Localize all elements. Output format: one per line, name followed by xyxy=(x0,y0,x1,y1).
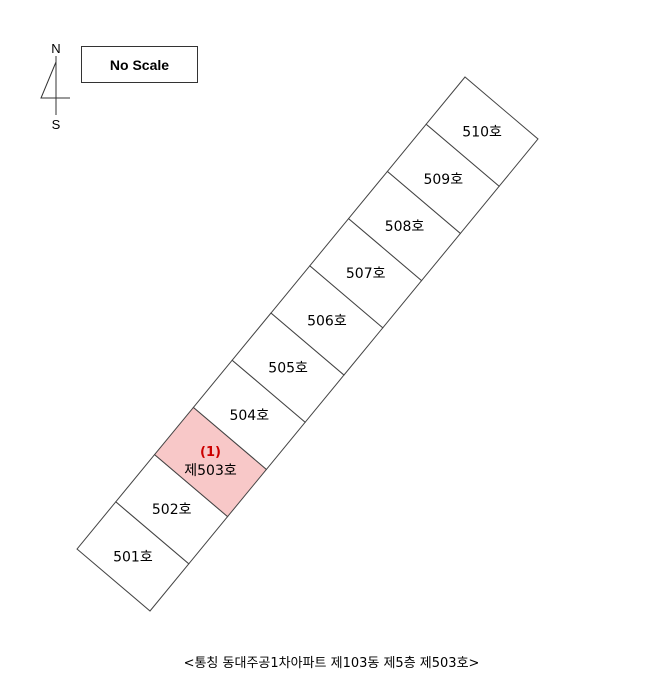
unit-label: 508호 xyxy=(385,219,425,235)
unit-6: 506호 xyxy=(270,265,384,376)
unit-label: 제503호 xyxy=(184,463,237,479)
unit-marker-label: (1) xyxy=(200,445,221,460)
unit-8: 508호 xyxy=(347,170,462,282)
unit-label: 504호 xyxy=(229,408,269,424)
scale-box: No Scale xyxy=(81,46,198,83)
unit-label: 510호 xyxy=(462,125,502,141)
unit-label: 501호 xyxy=(113,549,153,565)
scale-label: No Scale xyxy=(109,56,170,73)
caption: <통칭 동대주공1차아파트 제103동 제5층 제503호> xyxy=(183,656,480,671)
unit-label: 506호 xyxy=(307,313,347,329)
unit-10: 510호 xyxy=(425,76,539,187)
compass-north-label: N xyxy=(51,41,60,56)
unit-label: 505호 xyxy=(268,361,308,377)
unit-4: 504호 xyxy=(192,359,306,471)
unit-3: (1) 제503호 xyxy=(153,406,268,518)
units-layer: 501호 502호 (1) 제503호 504호 505호 506호 507호 508호 509호… xyxy=(76,76,539,612)
unit-label: 507호 xyxy=(346,266,386,282)
unit-label: 502호 xyxy=(152,502,192,518)
compass-icon: N S xyxy=(40,41,70,132)
unit-label: 509호 xyxy=(423,172,463,188)
compass-south-label: S xyxy=(52,117,61,132)
unit-outline xyxy=(425,76,539,187)
